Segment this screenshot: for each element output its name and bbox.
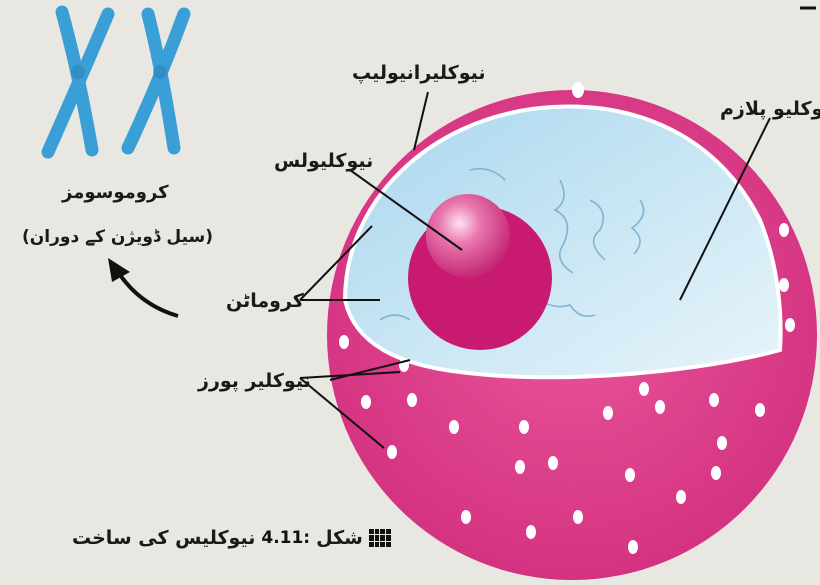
chromosome-left: [48, 12, 108, 152]
label-chromatin: کروماٹن: [226, 290, 304, 312]
arrow-head-icon: [108, 258, 130, 282]
label-nuclear-pores: نیوکلیر پورز: [198, 370, 311, 392]
curved-arrow: [118, 272, 178, 316]
figure-grid-icon: [369, 529, 391, 547]
caption-title: نیوکلیس کی ساخت: [72, 527, 255, 549]
nucleolus-core: [426, 194, 510, 278]
label-chromosomes-note: (سیل ڈویژن کے دوران): [22, 226, 213, 247]
label-nuclear-envelope: نیوکلیرانیولیپ: [352, 62, 486, 84]
caption-number: 4.11:: [261, 528, 310, 548]
caption-figure-word: شکل: [316, 527, 363, 549]
label-nucleolus: نیوکلیولس: [274, 150, 373, 172]
figure-caption: نیوکلیس کی ساخت 4.11: شکل: [72, 527, 391, 549]
label-nucleoplasm: نیوکلیو پلازم: [720, 98, 820, 120]
label-chromosomes: کروموسومز: [62, 182, 169, 203]
chromosome-right: [128, 14, 184, 148]
